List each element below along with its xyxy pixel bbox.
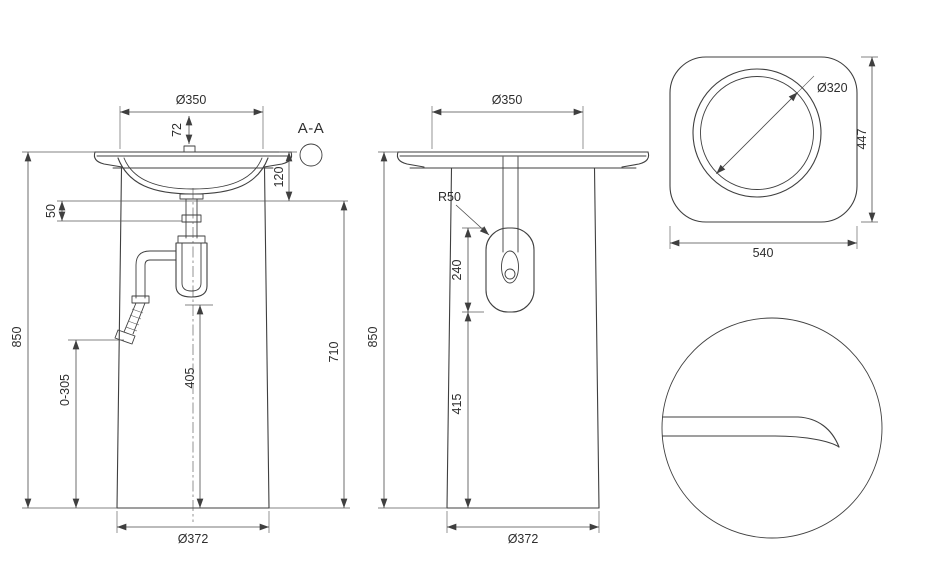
side-view-outline — [396, 151, 650, 509]
drain-flange — [179, 193, 204, 200]
dim-label-lower-height: 415 — [450, 394, 464, 415]
section-marker-label: A-A — [298, 120, 325, 137]
section-detail-view — [661, 317, 883, 539]
dim-label-depth: 447 — [855, 129, 869, 150]
outlet-pipe — [149, 250, 177, 261]
dim-label-rim-height: 120 — [272, 167, 286, 188]
dim-label-top-width: Ø350 — [176, 93, 207, 107]
tailpiece-nut — [181, 214, 202, 223]
bottle-trap-body — [175, 242, 208, 298]
dim-label-hole-offset: 72 — [170, 123, 184, 137]
front-view-outline — [93, 145, 293, 522]
bowl-inner-circle — [700, 76, 814, 190]
pedestal-left-side — [116, 167, 123, 509]
top-view: Ø320 447 540 — [669, 56, 878, 260]
flexible-section — [123, 302, 146, 335]
bottle-trap-inner — [181, 242, 202, 292]
dim-label-recess-height: 240 — [450, 260, 464, 281]
rim-left-wing — [93, 151, 123, 168]
pedestal-left-side — [446, 167, 453, 509]
drain-slot-oval — [501, 250, 519, 284]
front-view: 850 Ø350 72 A-A 120 50 0-305 — [10, 93, 350, 546]
top-view-dimensions: Ø320 447 540 — [669, 56, 878, 260]
front-view-dimensions: 850 Ø350 72 A-A 120 50 0-305 — [10, 93, 350, 546]
wall-pipe-nut — [131, 295, 150, 304]
dim-label-top-width: Ø350 — [492, 93, 523, 107]
recess-slot — [485, 227, 535, 313]
tap-hole — [183, 145, 196, 153]
dim-label-base-width: Ø372 — [178, 532, 209, 546]
pedestal-right-side — [593, 167, 600, 509]
dim-label-overflow-height: 50 — [44, 204, 58, 218]
dim-label-body-height: 710 — [327, 342, 341, 363]
basin-plan-outline — [669, 56, 858, 223]
drain-slot-hole — [504, 268, 516, 280]
side-view: 850 Ø350 R50 240 415 Ø372 — [366, 93, 650, 546]
section-marker-circle — [299, 143, 323, 167]
dim-label-overall-height: 850 — [10, 327, 24, 348]
tailpiece-pipe — [185, 198, 198, 239]
dim-label-width: 540 — [753, 246, 774, 260]
pedestal-right-side — [263, 167, 270, 509]
rim-section-top-profile — [662, 416, 840, 448]
rim-section-bottom-profile — [661, 435, 840, 448]
dim-label-outlet-range: 0-305 — [58, 374, 72, 406]
bowl-outer-circle — [692, 68, 822, 198]
flexible-section-hatches — [125, 308, 144, 332]
dim-label-fillet-radius: R50 — [438, 190, 461, 204]
leader-line-r50 — [455, 204, 490, 236]
dim-label-base-width: Ø372 — [508, 532, 539, 546]
drain-channel-lines — [502, 156, 519, 253]
top-view-outline — [669, 56, 858, 223]
rim-left-wing — [396, 151, 425, 168]
elbow-inner — [144, 259, 151, 299]
bowl-curve-inner — [123, 157, 263, 190]
dim-label-bowl-diameter: Ø320 — [817, 81, 848, 95]
front-view-plumbing-trap — [114, 193, 208, 345]
leader-line — [797, 75, 815, 93]
dim-label-overall-height: 850 — [366, 327, 380, 348]
dim-label-trap-height: 405 — [183, 368, 197, 389]
rim-right-wing — [263, 151, 293, 168]
dim-line-320 — [716, 92, 798, 174]
side-view-dimensions: 850 Ø350 R50 240 415 Ø372 — [366, 93, 600, 546]
detail-boundary-circle — [661, 317, 883, 539]
rim-right-wing — [621, 151, 650, 168]
trap-top-nut — [177, 235, 206, 244]
elbow-outer — [135, 250, 151, 299]
wall-pipe-cap — [114, 329, 136, 345]
